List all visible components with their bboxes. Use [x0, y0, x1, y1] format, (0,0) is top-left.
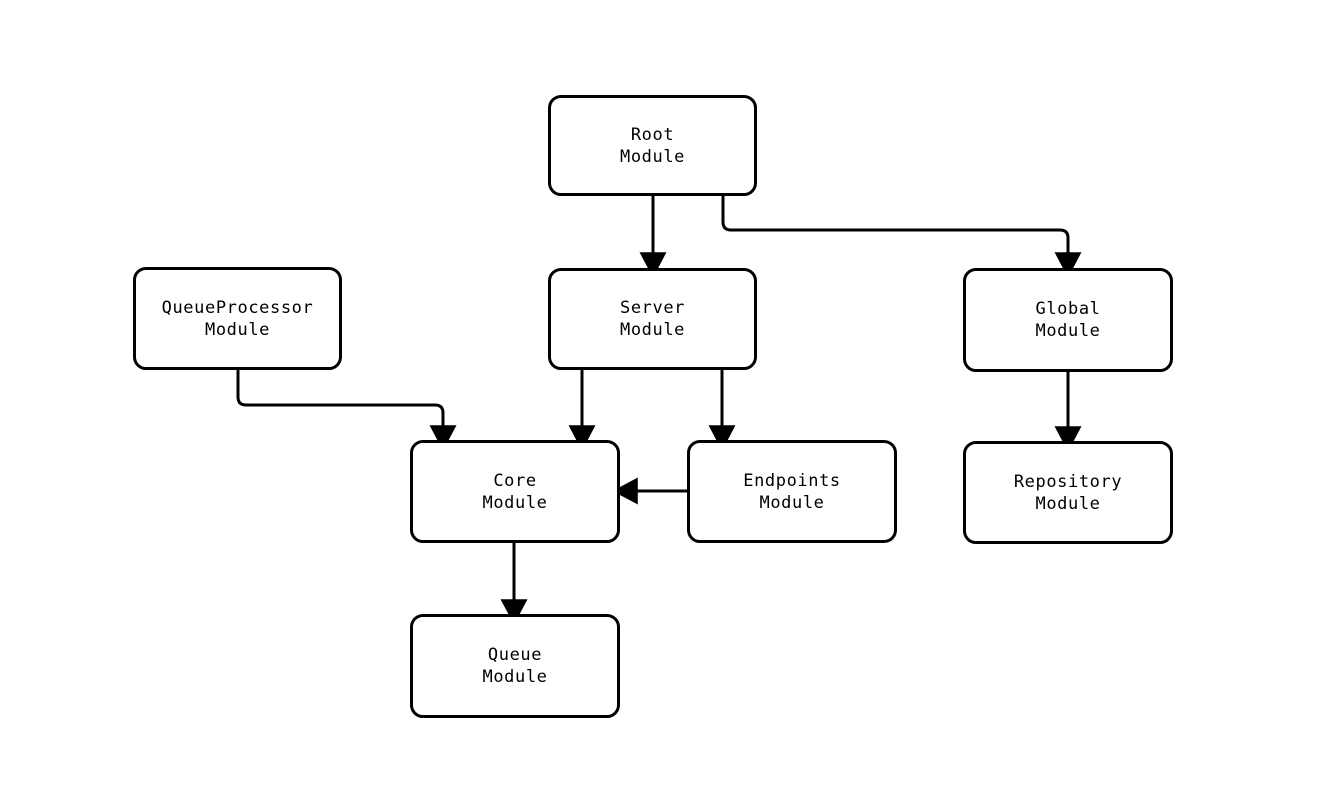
node-queueprocessor-module-line2: Module: [204, 319, 270, 340]
node-core-module-line2: Module: [482, 492, 548, 513]
edge-queueprocessor-to-core: [236, 370, 457, 451]
node-queueprocessor-module-line1: QueueProcessor: [161, 297, 314, 318]
node-repository-module-line2: Module: [1035, 493, 1101, 514]
node-server-module-line2: Module: [619, 320, 685, 340]
node-root-module-line1: Root: [630, 124, 675, 145]
node-core-module-line1: Core: [493, 470, 537, 491]
node-server-module-line1: Server: [619, 298, 685, 318]
node-root-module[interactable]: Root Module: [548, 95, 757, 196]
node-core-module[interactable]: Core Module: [410, 440, 620, 543]
edges-group: [236, 196, 1082, 625]
node-global-module-line1: Global: [1035, 299, 1101, 319]
node-endpoints-module-line2: Module: [759, 492, 825, 513]
node-server-module[interactable]: Server Module: [548, 268, 757, 370]
node-global-module-line2: Module: [1035, 321, 1101, 341]
node-queueprocessor-module[interactable]: QueueProcessor Module: [133, 267, 342, 370]
node-queue-module-line2: Module: [482, 667, 548, 687]
node-endpoints-module[interactable]: Endpoints Module: [687, 440, 897, 543]
node-repository-module-line1: Repository: [1013, 471, 1123, 492]
node-global-module[interactable]: Global Module: [963, 268, 1173, 372]
edge-root-to-global: [721, 196, 1082, 278]
node-queue-module-line1: Queue: [487, 645, 543, 665]
node-queue-module[interactable]: Queue Module: [410, 614, 620, 718]
node-root-module-line2: Module: [619, 146, 685, 167]
node-endpoints-module-line1: Endpoints: [743, 470, 841, 491]
node-repository-module[interactable]: Repository Module: [963, 441, 1173, 544]
